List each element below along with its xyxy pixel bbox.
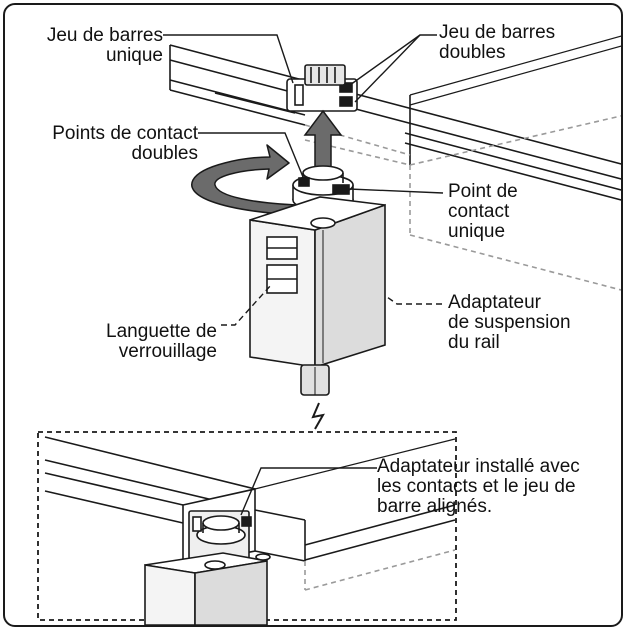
label-single-contact-point: Point de contact unique <box>448 181 518 242</box>
label-double-contact-points: Points de contact doubles <box>52 123 198 164</box>
adapter-contact-head <box>292 165 354 211</box>
curved-rotation-arrow-icon <box>191 144 298 216</box>
up-arrow-icon <box>303 109 343 176</box>
label-single-busbar: Jeu de barres unique <box>46 25 163 66</box>
diagram-frame: Jeu de barres unique Jeu de barres doubl… <box>3 3 623 627</box>
leader-lines <box>163 34 444 326</box>
installed-leader-line <box>240 467 377 516</box>
installed-adapter-detail <box>144 510 271 625</box>
upper-track-rail <box>169 35 621 291</box>
label-double-busbars: Jeu de barres doubles <box>439 22 556 63</box>
lightning-break-icon <box>311 402 325 430</box>
label-suspension-adapter: Adaptateur de suspension du rail <box>448 292 571 353</box>
diagram-illustration <box>37 34 621 625</box>
label-locking-tab: Languette de verrouillage <box>106 321 217 362</box>
label-installed-adapter: Adaptateur installé avec les contacts et… <box>377 456 580 517</box>
busbar-cross-section <box>286 64 358 112</box>
suspension-adapter-body <box>249 196 386 396</box>
